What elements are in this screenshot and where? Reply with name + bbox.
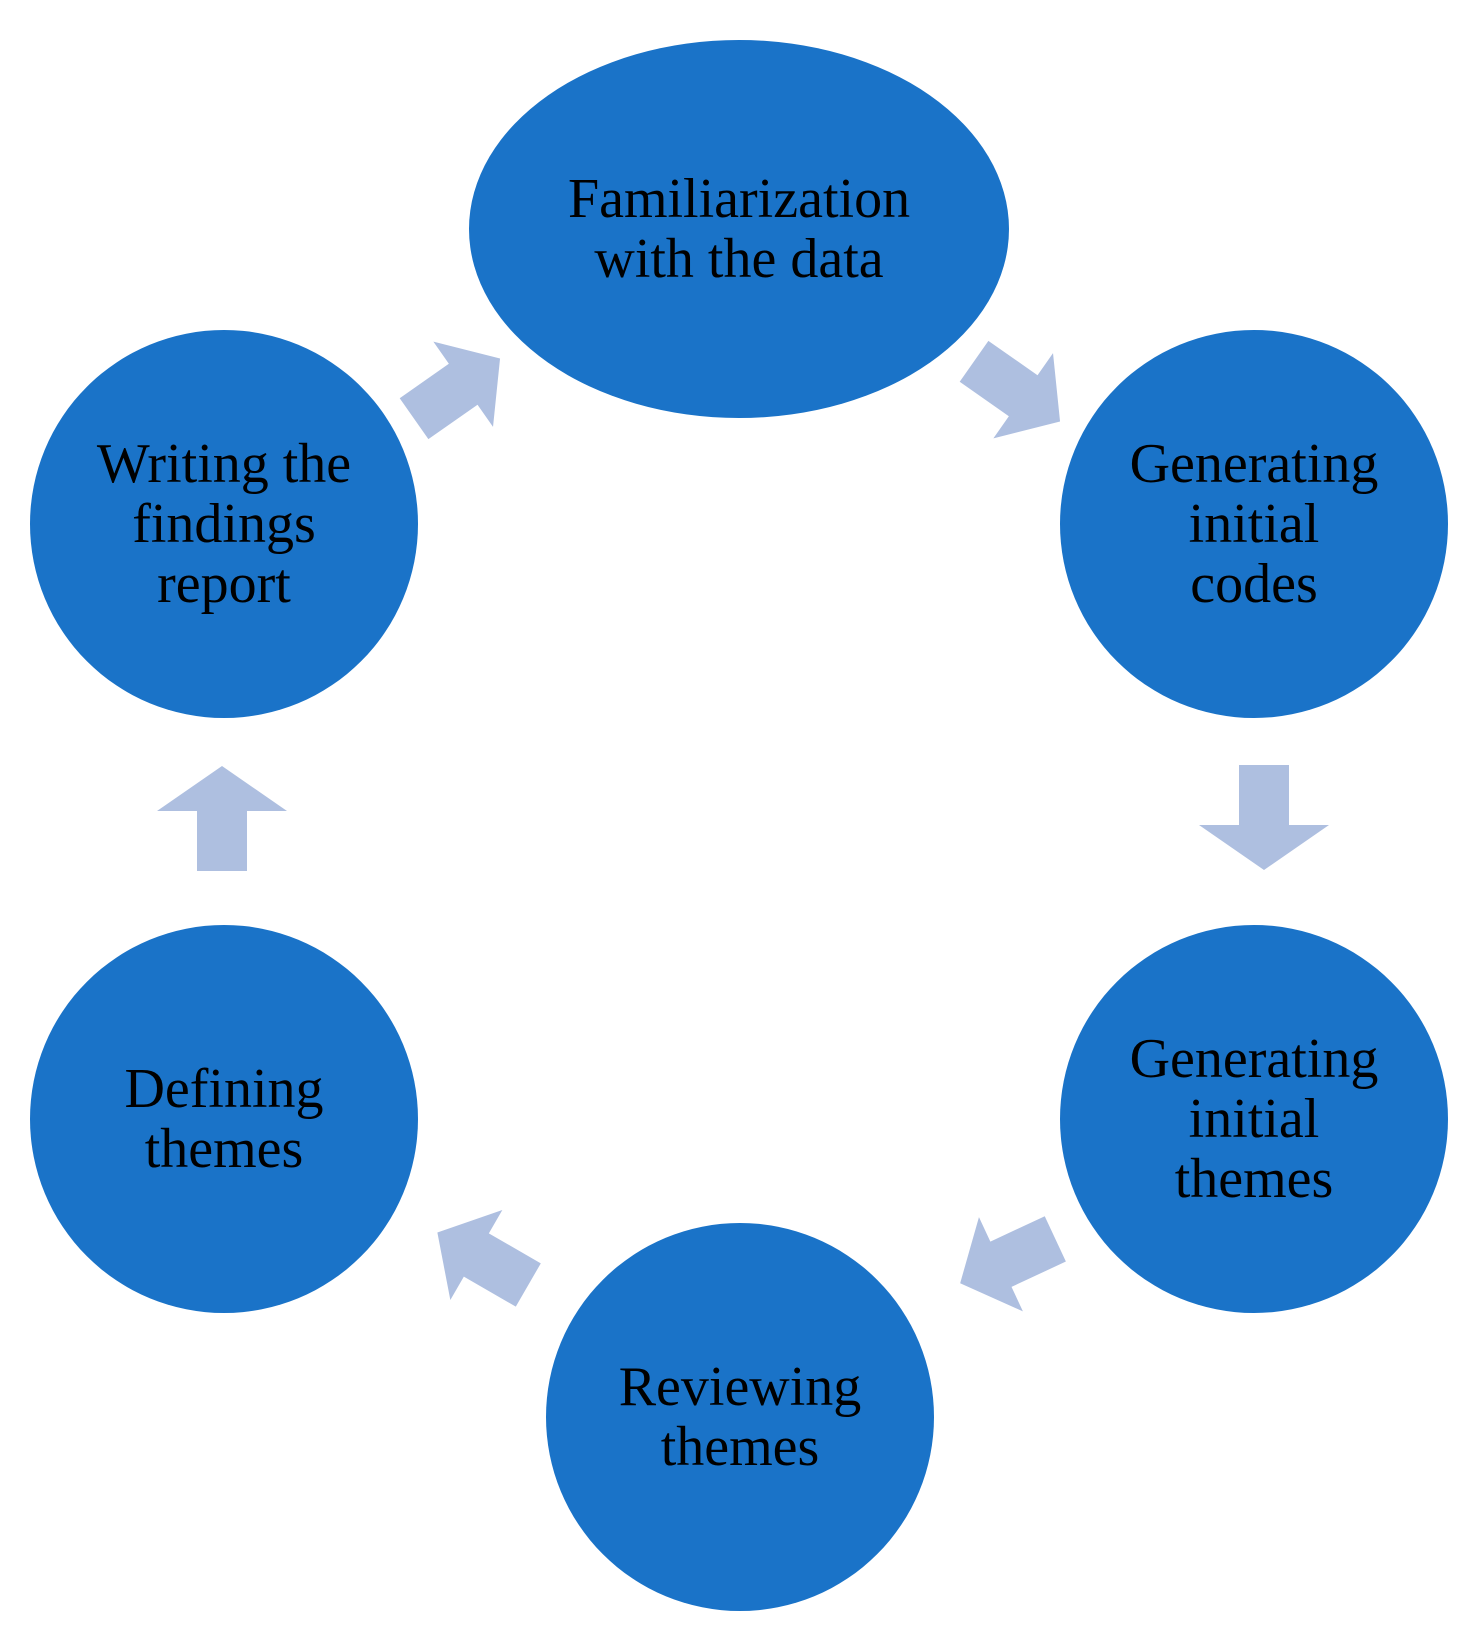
step-findings-report: Writing the findings report	[30, 330, 418, 718]
step-reviewing-themes-label: Reviewing themes	[618, 1356, 862, 1478]
block-arrow-icon	[399, 341, 501, 440]
block-arrow-icon	[437, 1209, 541, 1307]
block-arrow-icon	[960, 1216, 1066, 1312]
block-arrow-icon	[157, 766, 287, 871]
block-arrow-icon	[1199, 765, 1329, 870]
step-initial-themes: Generating initial themes	[1060, 925, 1448, 1313]
block-arrow-icon	[959, 340, 1061, 439]
step-initial-themes-label: Generating initial themes	[1129, 1028, 1379, 1210]
step-findings-report-label: Writing the findings report	[96, 433, 352, 615]
step-familiarization: Familiarization with the data	[469, 40, 1009, 418]
step-initial-codes-label: Generating initial codes	[1129, 433, 1379, 615]
step-initial-codes: Generating initial codes	[1060, 330, 1448, 718]
step-defining-themes: Defining themes	[30, 925, 418, 1313]
step-familiarization-label: Familiarization with the data	[567, 168, 911, 290]
step-reviewing-themes: Reviewing themes	[546, 1223, 934, 1611]
step-defining-themes-label: Defining themes	[124, 1058, 324, 1180]
